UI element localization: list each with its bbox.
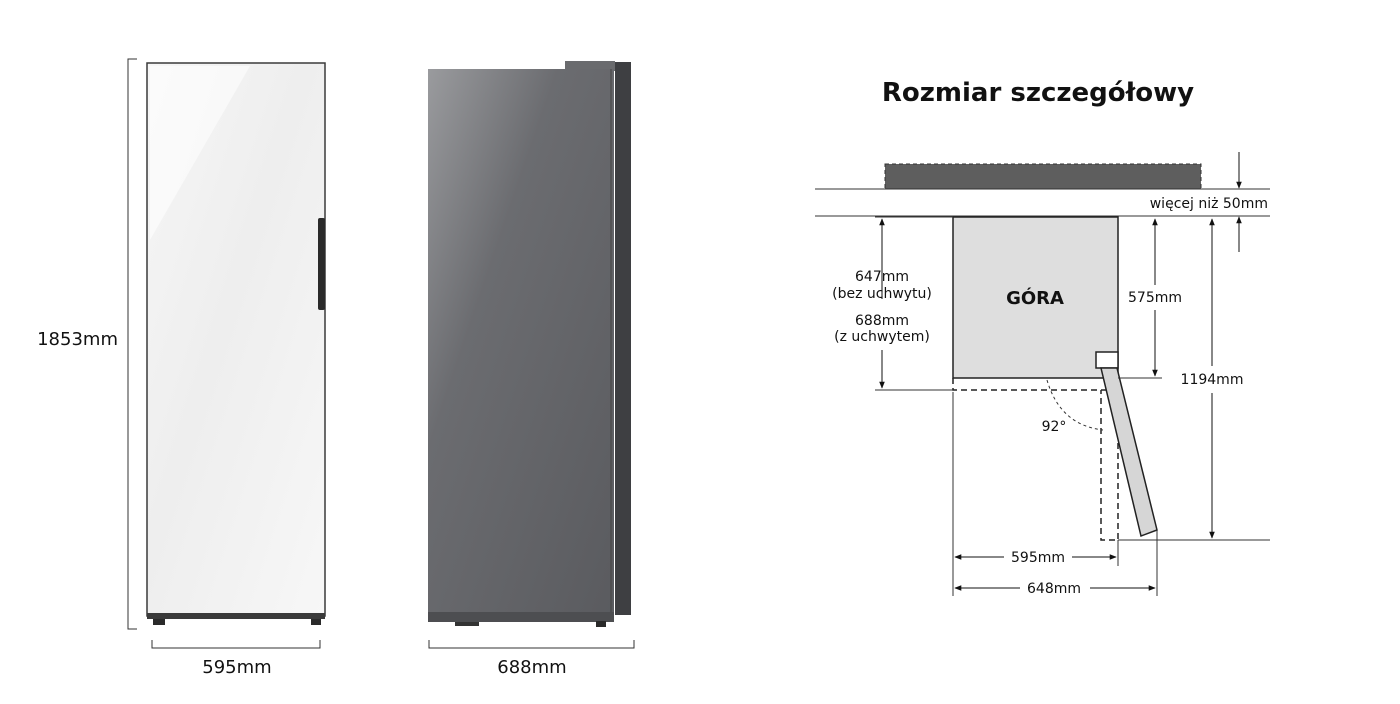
door-handle: [318, 218, 325, 310]
side-top-cover: [565, 61, 615, 71]
depth-with-handle: 688mm: [855, 313, 909, 329]
width-body-label: 595mm: [1011, 550, 1065, 566]
height-bracket: [127, 58, 137, 630]
width-label: 595mm: [202, 657, 271, 678]
top-label: GÓRA: [1006, 287, 1064, 309]
side-panel: [428, 69, 614, 614]
width-open-label: 648mm: [1027, 581, 1081, 597]
height-label: 1853mm: [37, 329, 118, 350]
detail-diagram: Rozmiar szczegółowy więcej niż 50mm GÓRA…: [815, 78, 1270, 597]
angle-label: 92°: [1042, 419, 1067, 435]
side-view: 688mm: [428, 61, 635, 678]
wall-shelf: [884, 163, 1202, 190]
door-reflection: [150, 66, 250, 240]
depth-no-handle-note: (bez uchwytu): [832, 286, 932, 302]
body-depth-label: 575mm: [1128, 290, 1182, 306]
front-view: 1853mm 595mm: [37, 58, 326, 678]
side-foot: [596, 621, 606, 627]
detail-title: Rozmiar szczegółowy: [882, 78, 1194, 108]
door-closed-outline: [952, 378, 1119, 541]
top-body: [952, 216, 1119, 379]
side-door-edge: [615, 62, 631, 615]
side-base: [428, 612, 614, 622]
hinge: [1095, 351, 1119, 369]
front-foot-right: [311, 619, 321, 625]
front-foot-left: [153, 619, 165, 625]
depth-with-handle-note: (z uchwytem): [834, 329, 930, 345]
depth-label: 688mm: [497, 657, 566, 678]
depth-bracket: [428, 640, 635, 649]
front-base: [147, 613, 325, 619]
clearance-label: więcej niż 50mm: [1150, 196, 1268, 212]
door-open: [1100, 367, 1158, 538]
door-open-depth-label: 1194mm: [1181, 372, 1244, 388]
depth-no-handle: 647mm: [855, 269, 909, 285]
width-bracket: [151, 640, 321, 649]
